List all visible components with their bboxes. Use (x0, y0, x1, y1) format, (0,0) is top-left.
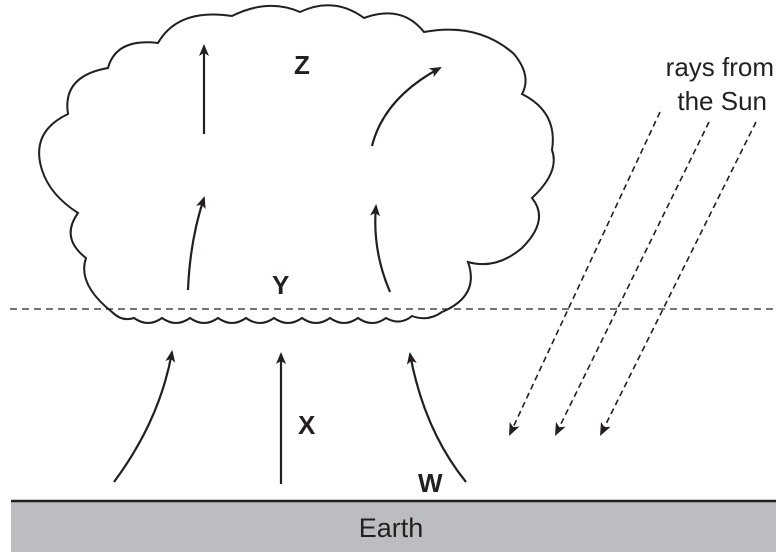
label-y: Y (272, 270, 289, 300)
cumulus-cloud (38, 4, 555, 324)
label-z: Z (294, 50, 310, 80)
curved-arrow-lower-left (186, 196, 206, 291)
sun-ray-2 (555, 121, 710, 436)
curved-arrow-lower-right (370, 204, 392, 293)
label-x: X (298, 410, 316, 440)
sun-ray-1 (509, 111, 661, 436)
rays-label-line2: the Sun (677, 86, 767, 116)
curved-arrow-upper-right (370, 67, 442, 147)
label-w: W (418, 468, 443, 498)
sun-ray-3 (600, 121, 757, 436)
earth-surface (11, 501, 776, 552)
rays-label-line1: rays from (666, 52, 774, 82)
curved-arrow-ground-right (406, 352, 467, 483)
earth-label: Earth (359, 513, 424, 543)
curved-arrow-ground-left (113, 350, 176, 483)
